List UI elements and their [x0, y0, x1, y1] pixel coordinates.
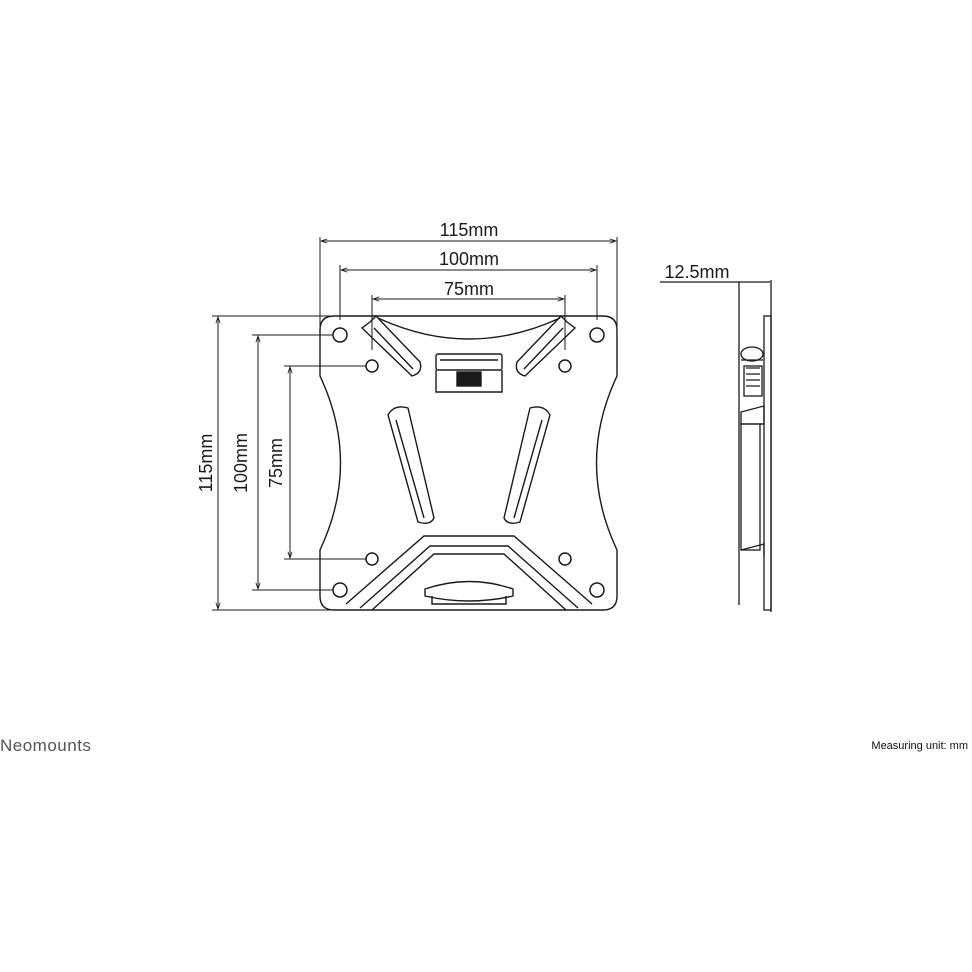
width-inner-label: 75mm — [444, 279, 494, 299]
top-bracket — [435, 353, 503, 393]
vesa-holes — [332, 327, 605, 598]
side-slots — [387, 406, 551, 525]
upper-slots — [360, 314, 577, 377]
height-mid-label: 100mm — [231, 433, 251, 493]
hole-100-tl — [332, 327, 348, 343]
bottom-chevron — [345, 535, 593, 611]
vertical-dimensions — [212, 315, 372, 611]
hole-75-br — [558, 552, 572, 566]
brand-logo: Neomounts — [0, 736, 92, 755]
depth-label: 12.5mm — [664, 262, 729, 282]
hole-75-tl — [365, 359, 379, 373]
width-mid-label: 100mm — [439, 249, 499, 269]
measuring-unit-note: Measuring unit: mm — [871, 740, 968, 752]
horizontal-dimensions — [319, 237, 618, 350]
height-inner-label: 75mm — [266, 438, 286, 488]
hole-75-tr — [558, 359, 572, 373]
hole-75-bl — [365, 552, 379, 566]
plate-front-view — [319, 315, 618, 611]
hole-100-br — [589, 582, 605, 598]
hole-100-tr — [589, 327, 605, 343]
hole-100-bl — [332, 582, 348, 598]
side-view — [660, 280, 772, 612]
height-outer-label: 115mm — [196, 434, 216, 493]
width-outer-label: 115mm — [440, 220, 499, 240]
